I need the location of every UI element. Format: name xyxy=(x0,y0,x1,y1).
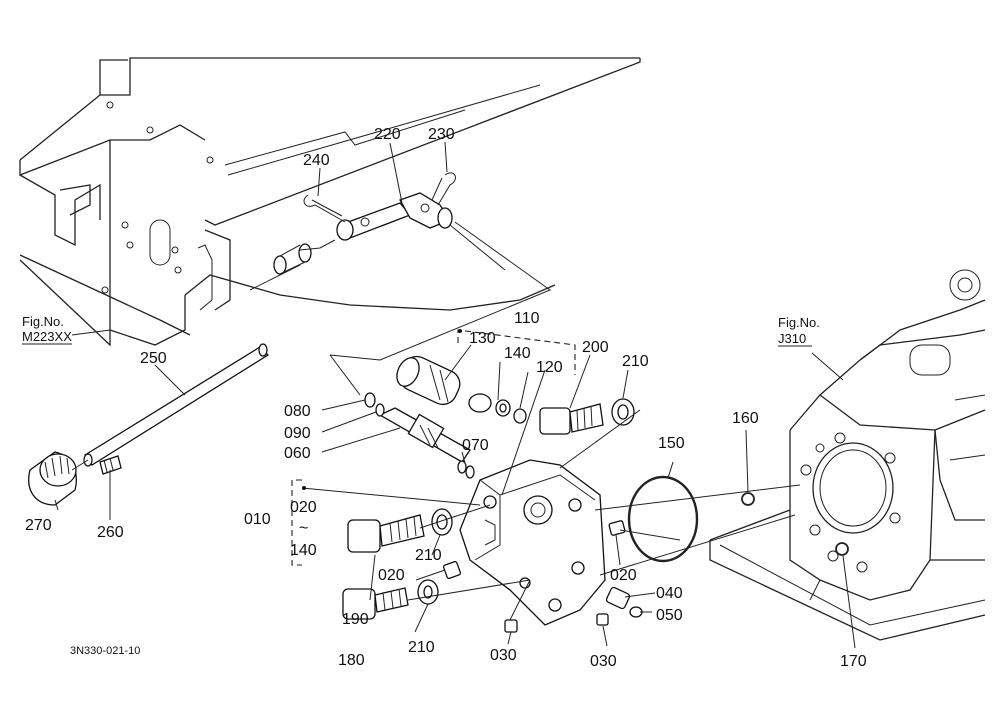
label-range-tilde: ~ xyxy=(299,520,308,537)
label-130: 130 xyxy=(469,330,496,347)
label-210-top: 210 xyxy=(622,353,649,370)
washer-210-bottom xyxy=(417,579,439,605)
plug-030-right xyxy=(596,613,609,626)
valve-body-010 xyxy=(459,459,606,626)
label-120: 120 xyxy=(536,359,563,376)
label-210-mid: 210 xyxy=(415,547,442,564)
label-140: 140 xyxy=(504,345,531,362)
label-220: 220 xyxy=(374,126,401,143)
label-110: 110 xyxy=(514,310,540,327)
ring-090 xyxy=(375,403,385,417)
label-170: 170 xyxy=(840,653,867,670)
bolt-200 xyxy=(539,403,604,435)
universal-joint-shaft-220 xyxy=(299,192,506,271)
frame-bushing xyxy=(273,243,312,275)
washer-140 xyxy=(495,399,511,417)
valve-spool-130 xyxy=(396,355,461,406)
label-160: 160 xyxy=(732,410,759,427)
fitting-040 xyxy=(605,586,631,610)
fig-ref-m223xx: Fig.No. M223XX xyxy=(22,314,72,345)
label-030-right: 030 xyxy=(590,653,617,670)
label-190: 190 xyxy=(342,611,369,628)
plug-020-left xyxy=(442,560,462,580)
ring-080 xyxy=(364,392,376,408)
label-range-to: 140 xyxy=(290,542,317,559)
label-270: 270 xyxy=(25,517,52,534)
label-230: 230 xyxy=(428,126,455,143)
label-260: 260 xyxy=(97,524,124,541)
label-050: 050 xyxy=(656,607,683,624)
label-070: 070 xyxy=(462,437,489,454)
label-020-right: 020 xyxy=(610,567,637,584)
fig-ref-2-line2: J310 xyxy=(778,331,806,346)
spring-pin-260 xyxy=(99,455,122,475)
ring-070 xyxy=(457,460,475,479)
bolt-190 xyxy=(347,514,425,553)
label-090: 090 xyxy=(284,425,311,442)
label-040: 040 xyxy=(656,585,683,602)
washer-210-top xyxy=(611,398,635,426)
label-240: 240 xyxy=(303,152,330,169)
fig-ref-1-line2: M223XX xyxy=(22,329,72,344)
label-060: 060 xyxy=(284,445,311,462)
pin-230 xyxy=(431,172,456,206)
label-150: 150 xyxy=(658,435,685,452)
drawing-code: 3N330-021-10 xyxy=(70,645,140,657)
o-ring-160 xyxy=(741,492,755,506)
frame-structure xyxy=(19,57,641,347)
label-080: 080 xyxy=(284,403,311,420)
fig-ref-j310: Fig.No. J310 xyxy=(778,315,820,347)
label-020-left: 020 xyxy=(378,567,405,584)
rod-250 xyxy=(83,343,270,467)
shaft-060 xyxy=(378,407,471,463)
label-030-left: 030 xyxy=(490,647,517,664)
label-250: 250 xyxy=(140,350,167,367)
fig-ref-2-line1: Fig.No. xyxy=(778,315,820,330)
o-ring-170 xyxy=(835,542,849,556)
knob-270 xyxy=(28,451,89,506)
bolt-180 xyxy=(342,587,409,620)
label-010: 010 xyxy=(244,511,271,528)
label-180: 180 xyxy=(338,652,365,669)
label-210-bottom: 210 xyxy=(408,639,435,656)
plug-030-left xyxy=(504,619,518,633)
plug-020-right xyxy=(608,520,626,536)
marker-dot-110 xyxy=(458,329,462,333)
washer-210-mid xyxy=(431,508,453,536)
fig-ref-1-line1: Fig.No. xyxy=(22,314,64,329)
bracket-110 xyxy=(457,329,576,375)
leader-lines xyxy=(54,141,856,649)
o-ring-120 xyxy=(513,408,527,424)
transmission-case xyxy=(709,269,986,641)
o-ring-150 xyxy=(627,475,699,563)
o-ring-130 xyxy=(468,393,492,413)
label-200: 200 xyxy=(582,339,609,356)
marker-dot-010 xyxy=(302,486,306,490)
label-range-from: 020 xyxy=(290,499,317,516)
pin-240 xyxy=(303,194,346,223)
bracket-010 xyxy=(291,479,302,566)
part-labels: 240 220 230 250 270 260 110 130 140 120 … xyxy=(25,126,867,670)
